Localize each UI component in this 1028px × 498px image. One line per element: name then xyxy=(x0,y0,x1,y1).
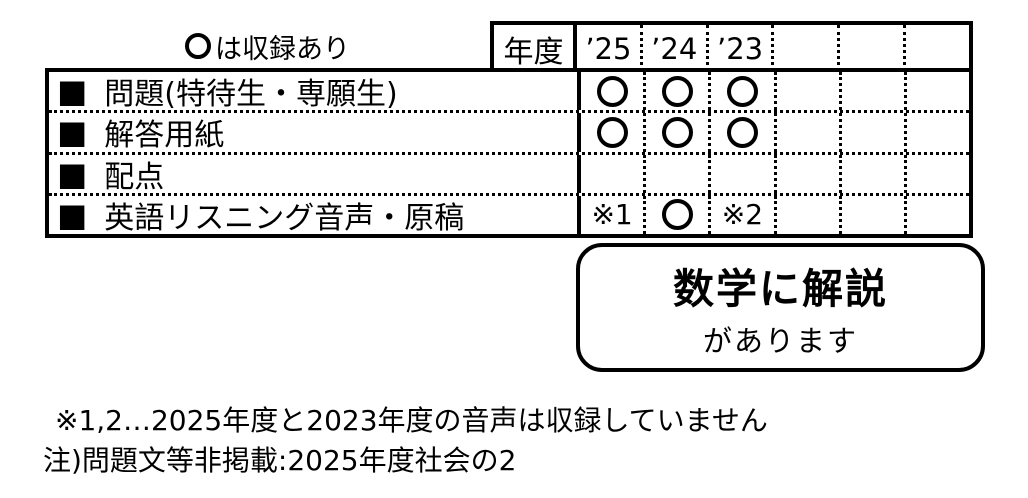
mark-cell xyxy=(577,113,643,152)
year-header-row: 年度 ’25 ’24 ’23 xyxy=(490,21,973,72)
year-column-empty-2 xyxy=(837,25,903,72)
footnotes: ※1,2…2025年度と2023年度の音声は収録していません 注)問題文等非掲載… xyxy=(43,401,768,481)
mark-cell xyxy=(577,154,643,193)
square-bullet-icon: ■ xyxy=(57,72,88,111)
legend-caption-text: は収録あり xyxy=(215,33,350,65)
year-column-empty-3 xyxy=(903,25,969,72)
year-column-24: ’24 xyxy=(639,25,706,72)
square-bullet-icon: ■ xyxy=(57,113,88,152)
mark-cell xyxy=(643,154,708,193)
mark-cell: ※2 xyxy=(708,195,773,234)
table-row: ■ 配点 xyxy=(49,151,969,193)
mark-cell xyxy=(773,154,839,193)
year-column-empty-1 xyxy=(771,25,837,72)
table-row: ■ 解答用紙 xyxy=(49,110,969,152)
mark-cell xyxy=(903,72,969,111)
row-label-cell: ■ 英語リスニング音声・原稿 xyxy=(49,196,577,234)
mark-cell xyxy=(643,72,708,111)
year-header-label: 年度 xyxy=(490,25,577,72)
mark-cell xyxy=(903,113,969,152)
included-content-table: ■ 問題(特待生・専願生) ■ 解答用紙 ■ 配点 xyxy=(45,68,973,238)
mark xyxy=(661,75,693,107)
math-explanation-callout: 数学に解説 があります xyxy=(576,243,985,372)
mark-cell xyxy=(838,154,904,193)
row-label: 配点 xyxy=(104,159,165,193)
mark xyxy=(726,75,758,107)
footnote-1: ※1,2…2025年度と2023年度の音声は収録していません xyxy=(55,404,768,437)
mark-cell xyxy=(838,195,904,234)
row-label-cell: ■ 問題(特待生・専願生) xyxy=(49,72,577,110)
row-label: 英語リスニング音声・原稿 xyxy=(104,200,465,234)
mark-cell xyxy=(577,72,643,111)
circle-icon xyxy=(185,33,211,59)
mark xyxy=(596,116,628,148)
mark-cell xyxy=(643,113,708,152)
table-row: ■ 英語リスニング音声・原稿 ※1 ※2 xyxy=(49,192,969,234)
footnote-2: 注)問題文等非掲載:2025年度社会の2 xyxy=(43,444,517,477)
mark-cell xyxy=(643,195,708,234)
mark: ※1 xyxy=(591,198,633,232)
square-bullet-icon: ■ xyxy=(57,154,88,193)
mark-cell xyxy=(903,195,969,234)
year-column-23: ’23 xyxy=(705,25,772,72)
row-label-cell: ■ 配点 xyxy=(49,155,577,193)
mark xyxy=(661,116,693,148)
square-bullet-icon: ■ xyxy=(57,195,88,234)
mark xyxy=(596,75,628,107)
row-label: 解答用紙 xyxy=(104,118,225,152)
year-column-25: ’25 xyxy=(585,31,632,66)
mark-cell xyxy=(838,113,904,152)
mark-cell xyxy=(773,72,839,111)
mark-cell: ※1 xyxy=(577,195,643,234)
legend-caption: は収録あり xyxy=(185,30,350,65)
mark-cell xyxy=(773,195,839,234)
callout-line-2: があります xyxy=(702,324,858,358)
callout-line-1: 数学に解説 xyxy=(673,265,888,313)
mark-cell xyxy=(903,154,969,193)
row-label-cell: ■ 解答用紙 xyxy=(49,113,577,151)
mark-cell xyxy=(838,72,904,111)
table-row: ■ 問題(特待生・専願生) xyxy=(49,72,969,111)
row-label: 問題(特待生・専願生) xyxy=(104,77,398,111)
mark-cell xyxy=(773,113,839,152)
mark-cell xyxy=(708,72,773,111)
mark-cell xyxy=(708,113,773,152)
mark xyxy=(726,116,758,148)
mark xyxy=(661,199,693,231)
mark-cell xyxy=(708,154,773,193)
mark: ※2 xyxy=(721,198,764,232)
